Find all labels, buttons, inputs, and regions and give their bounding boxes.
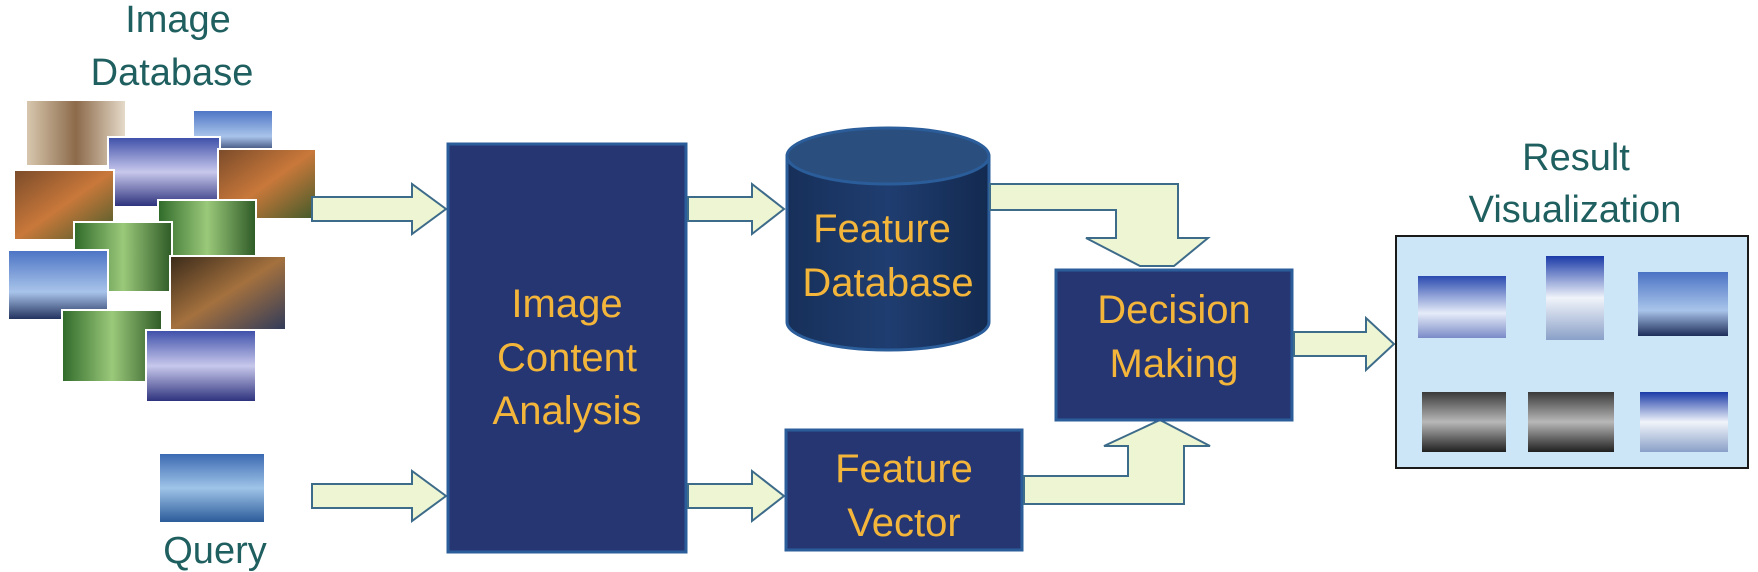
result-label-line1: Result bbox=[1522, 137, 1630, 179]
feature-database-top bbox=[785, 126, 991, 186]
analysis-label-line2: Content bbox=[497, 336, 637, 380]
arrow-feature-vector-to-decision bbox=[1023, 418, 1211, 505]
analysis-label-line3: Analysis bbox=[493, 389, 642, 433]
photo-rocky-cliff bbox=[169, 255, 287, 331]
image-content-analysis-box bbox=[446, 142, 688, 554]
result-thumb-6 bbox=[1640, 392, 1728, 452]
feature-database-label-line2: Database bbox=[802, 261, 973, 305]
photo-mountain-night bbox=[107, 136, 221, 208]
query-image bbox=[160, 454, 264, 522]
image-database-label-line2: Database bbox=[91, 52, 254, 94]
arrow-query-to-analysis bbox=[311, 469, 448, 523]
result-thumbnails bbox=[1418, 256, 1728, 452]
feature-database-cylinder bbox=[785, 126, 991, 352]
result-thumb-5 bbox=[1528, 392, 1614, 452]
result-thumb-1 bbox=[1418, 276, 1506, 338]
query-label: Query bbox=[163, 530, 266, 572]
decision-making-box bbox=[1054, 268, 1294, 422]
arrow-feature-database-to-decision bbox=[989, 183, 1211, 267]
image-database-label-line1: Image bbox=[125, 0, 231, 41]
photo-mount-fuji bbox=[7, 249, 109, 321]
result-thumb-3 bbox=[1638, 272, 1728, 336]
result-thumb-4 bbox=[1422, 392, 1506, 452]
photo-autumn-forest bbox=[217, 148, 317, 220]
feature-vector-label-line2: Vector bbox=[847, 501, 960, 545]
arrow-decision-to-results bbox=[1293, 315, 1396, 373]
result-thumb-2 bbox=[1546, 256, 1604, 340]
feature-database-body bbox=[785, 154, 991, 352]
decision-label-line1: Decision bbox=[1097, 288, 1250, 332]
feature-vector-label-line1: Feature bbox=[835, 447, 973, 491]
feature-vector-box bbox=[784, 428, 1024, 552]
decision-label-line2: Making bbox=[1110, 342, 1239, 386]
photo-birch-forest bbox=[25, 99, 127, 167]
image-database-collage bbox=[7, 99, 317, 403]
result-label-line2: Visualization bbox=[1469, 189, 1682, 231]
arrow-database-to-analysis bbox=[311, 182, 448, 236]
photo-mountain-night-2 bbox=[145, 329, 257, 403]
analysis-label-line1: Image bbox=[511, 282, 622, 326]
arrow-analysis-to-feature-vector bbox=[687, 468, 786, 524]
arrow-analysis-to-feature-database bbox=[687, 181, 786, 237]
feature-database-label-line1: Feature bbox=[813, 207, 951, 251]
